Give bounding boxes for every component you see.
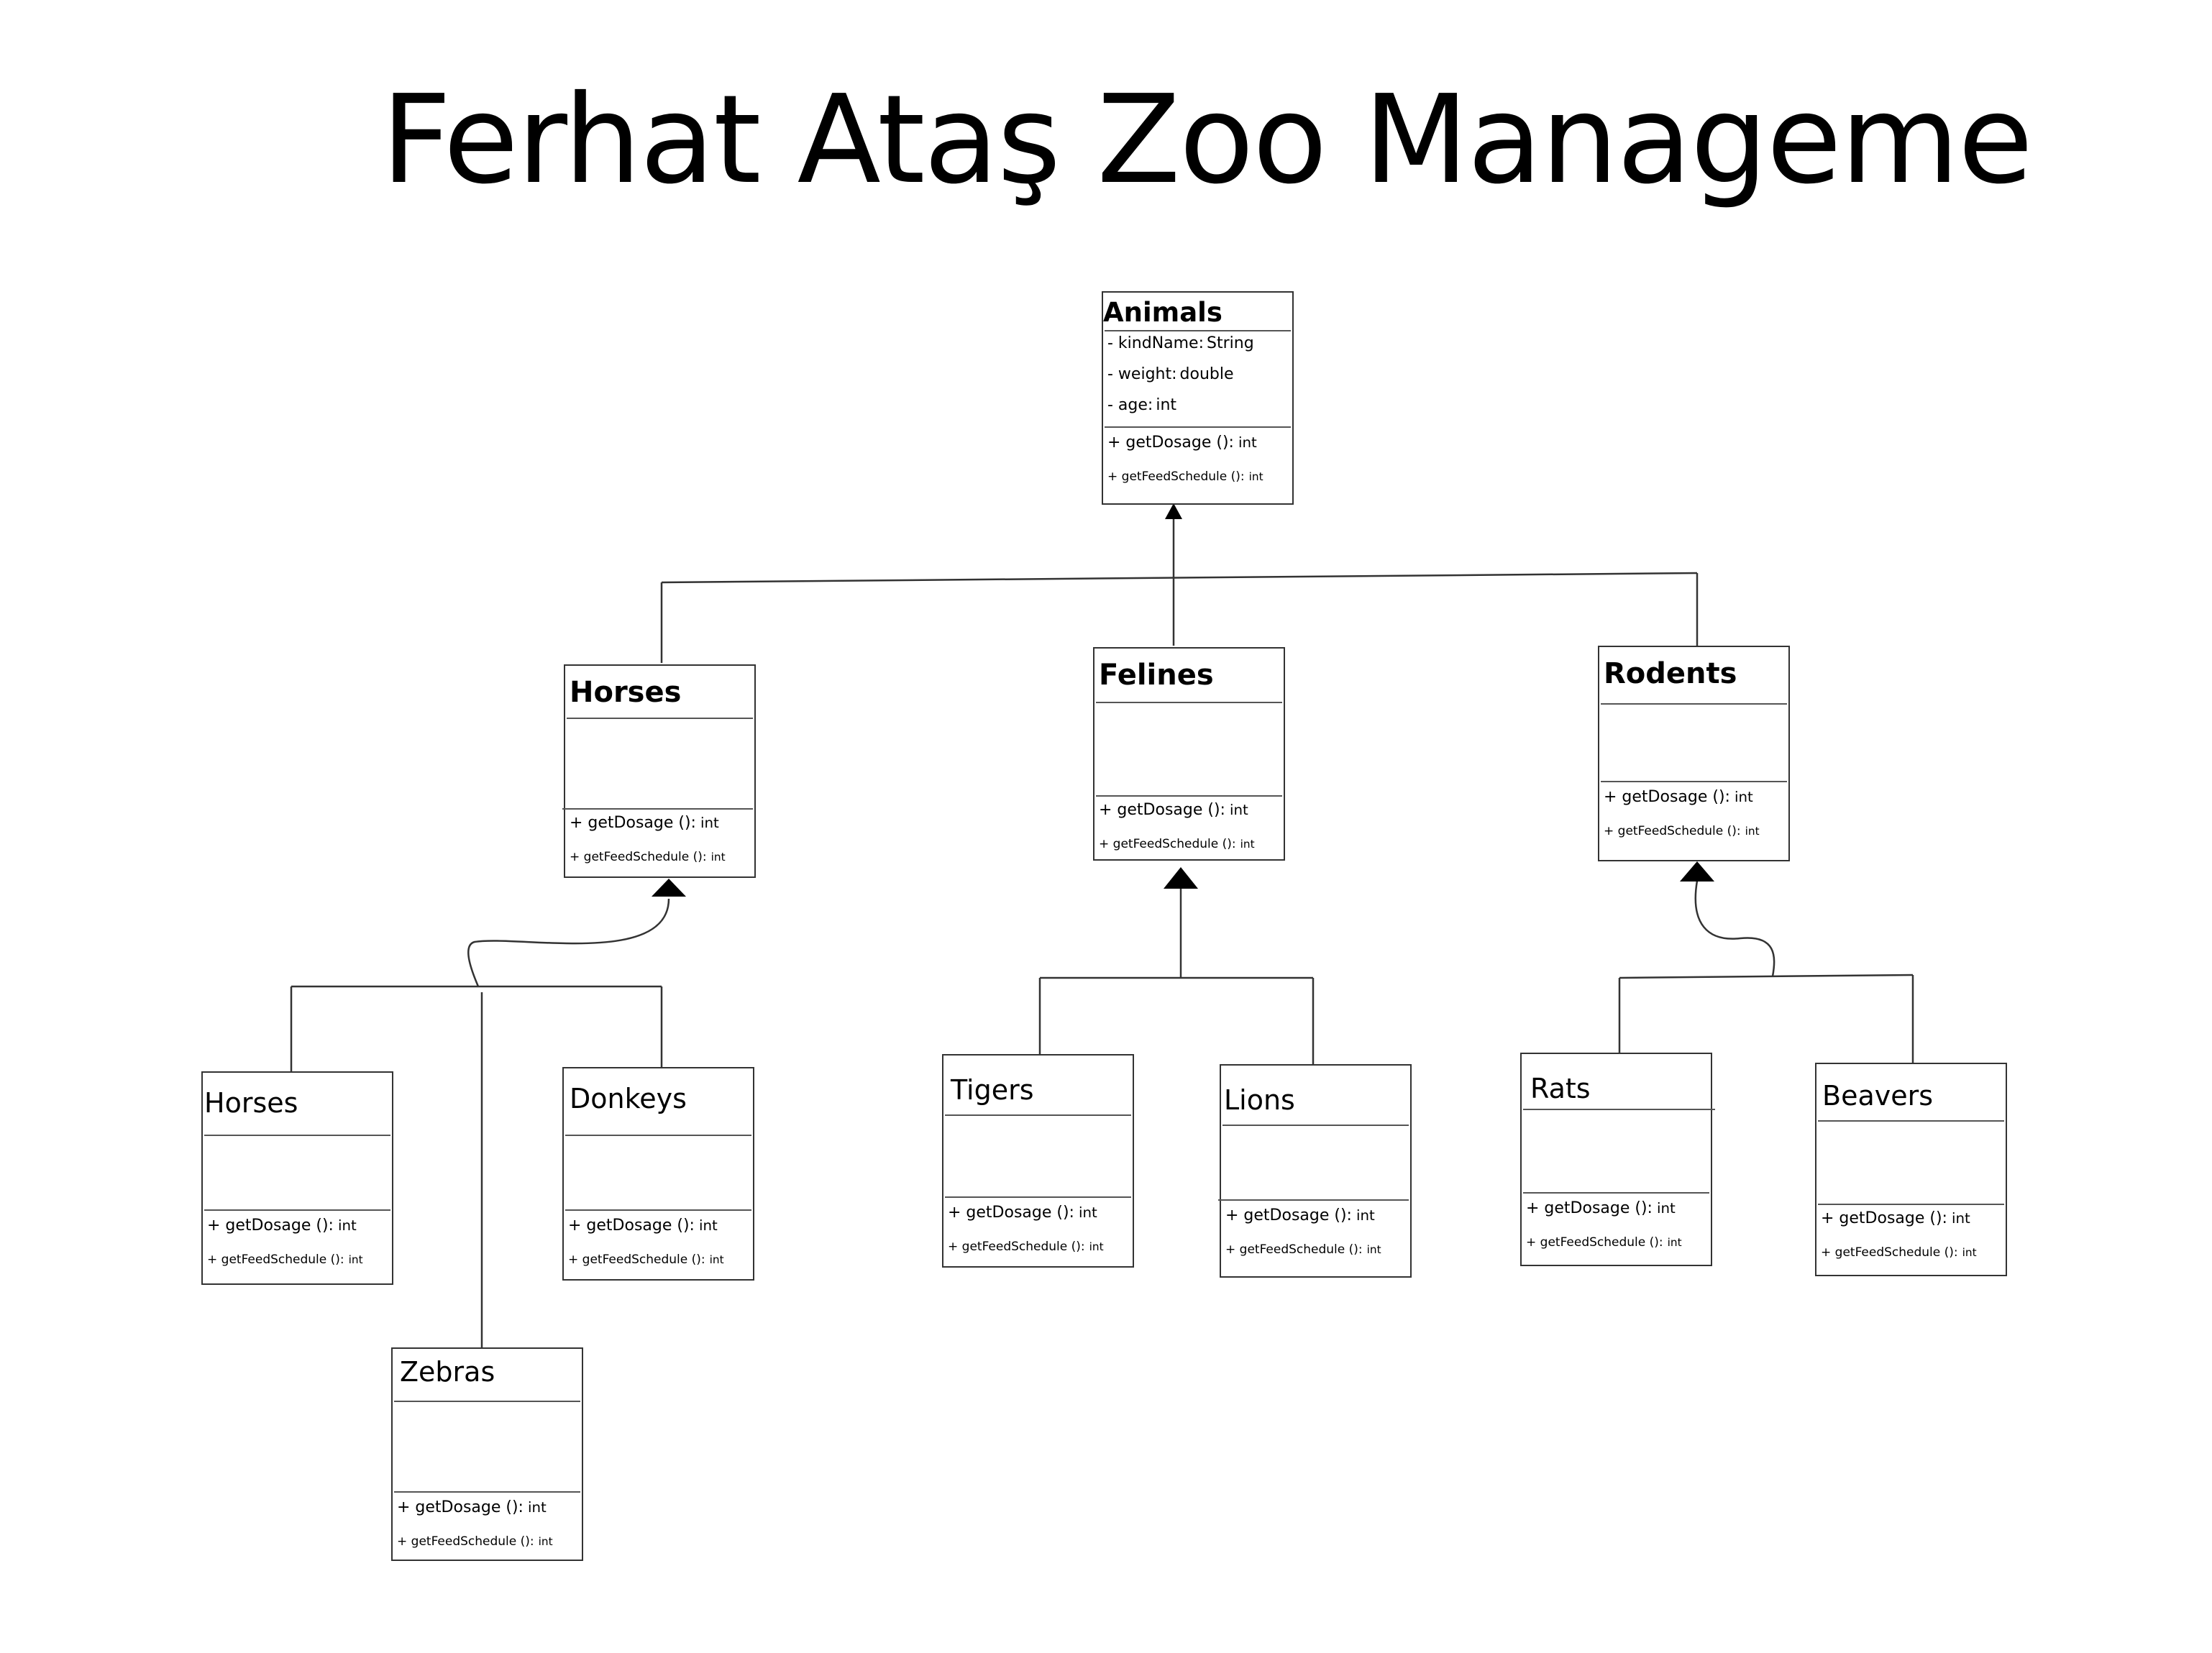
method-getdosage: + getDosage ():int [1107,434,1257,452]
attributes-divider [565,1209,751,1211]
class-animals: Animals - kindName:String - weight:doubl… [1102,291,1294,505]
method-getdosage: + getDosage ():int [207,1217,357,1235]
attributes-divider [945,1196,1131,1198]
class-rats: Rats + getDosage ():int + getFeedSchedul… [1520,1053,1715,1266]
method-getdosage: + getDosage ():int [570,814,719,832]
method-getdosage: + getDosage ():int [1099,801,1248,819]
diagram-title: Ferhat Ataş Zoo Manageme [381,69,2033,211]
class-name-rats: Rats [1530,1073,1591,1104]
method-getdosage: + getDosage ():int [948,1204,1097,1222]
inheritance-arrow-horses [652,879,686,897]
method-getfeedschedule: + getFeedSchedule ():int [207,1253,363,1267]
method-getdosage: + getDosage ():int [1225,1206,1375,1224]
header-divider [204,1135,390,1136]
attributes-divider [1523,1192,1709,1194]
class-name-donkeys: Donkeys [570,1083,687,1114]
class-lions: Lions + getDosage ():int + getFeedSchedu… [1218,1064,1412,1278]
class-name-lions: Lions [1224,1084,1295,1116]
class-donkeys: Donkeys + getDosage ():int + getFeedSche… [562,1067,754,1281]
attributes-divider [562,808,753,810]
class-name-felines: Felines [1099,659,1214,692]
header-divider [567,718,753,719]
header-divider [1105,330,1291,331]
attribute-weight: - weight:double [1107,365,1234,383]
method-getdosage: + getDosage ():int [397,1498,547,1516]
method-getfeedschedule: + getFeedSchedule ():int [1225,1242,1381,1257]
header-divider [945,1114,1131,1116]
method-getfeedschedule: + getFeedSchedule ():int [1107,470,1263,484]
class-felines: Felines + getDosage ():int + getFeedSche… [1093,647,1285,861]
class-zebras: Zebras + getDosage ():int + getFeedSched… [391,1347,583,1561]
method-getdosage: + getDosage ():int [1821,1209,1970,1227]
method-getfeedschedule: + getFeedSchedule ():int [1526,1235,1682,1250]
attributes-divider [1818,1204,2004,1205]
attribute-age: - age:int [1107,396,1177,414]
method-getfeedschedule: + getFeedSchedule ():int [568,1253,724,1267]
class-rodents: Rodents + getDosage ():int + getFeedSche… [1598,646,1790,861]
header-divider [1601,703,1787,705]
class-name-animals: Animals [1103,297,1222,328]
class-name-beavers: Beavers [1822,1080,1934,1112]
header-divider [1523,1109,1715,1110]
class-name-tigers: Tigers [951,1074,1034,1106]
class-horses: Horses + getDosage ():int + getFeedSched… [201,1071,393,1285]
method-getfeedschedule: + getFeedSchedule ():int [1821,1245,1977,1260]
method-getdosage: + getDosage ():int [1526,1199,1676,1217]
method-getfeedschedule: + getFeedSchedule ():int [397,1534,553,1549]
header-divider [1818,1120,2004,1122]
header-divider [1222,1125,1409,1126]
inheritance-arrow-felines [1164,867,1198,889]
method-getfeedschedule: + getFeedSchedule ():int [1099,837,1255,851]
class-tigers: Tigers + getDosage ():int + getFeedSched… [942,1054,1134,1268]
method-getfeedschedule: + getFeedSchedule ():int [1604,824,1760,838]
class-name-zebras: Zebras [400,1356,495,1388]
class-beavers: Beavers + getDosage ():int + getFeedSche… [1815,1063,2007,1276]
attributes-divider [204,1209,390,1211]
class-name-horses: Horses [204,1087,298,1119]
attributes-divider [1105,426,1291,428]
method-getdosage: + getDosage ():int [568,1217,718,1235]
class-name-rodents: Rodents [1604,657,1737,690]
header-divider [394,1401,580,1402]
header-divider [1096,702,1282,703]
method-getdosage: + getDosage ():int [1604,788,1753,806]
inheritance-arrow-rodents [1680,861,1714,882]
class-horses-group: Horses + getDosage ():int + getFeedSched… [562,664,756,878]
attributes-divider [1601,781,1787,782]
header-divider [565,1135,751,1136]
attribute-kindname: - kindName:String [1107,334,1254,352]
class-name-horses-group: Horses [570,676,682,709]
method-getfeedschedule: + getFeedSchedule ():int [570,850,726,864]
method-getfeedschedule: + getFeedSchedule ():int [948,1240,1104,1254]
attributes-divider [1218,1199,1409,1201]
attributes-divider [394,1491,580,1493]
inheritance-arrow-animals [1165,503,1182,519]
attributes-divider [1096,795,1282,797]
